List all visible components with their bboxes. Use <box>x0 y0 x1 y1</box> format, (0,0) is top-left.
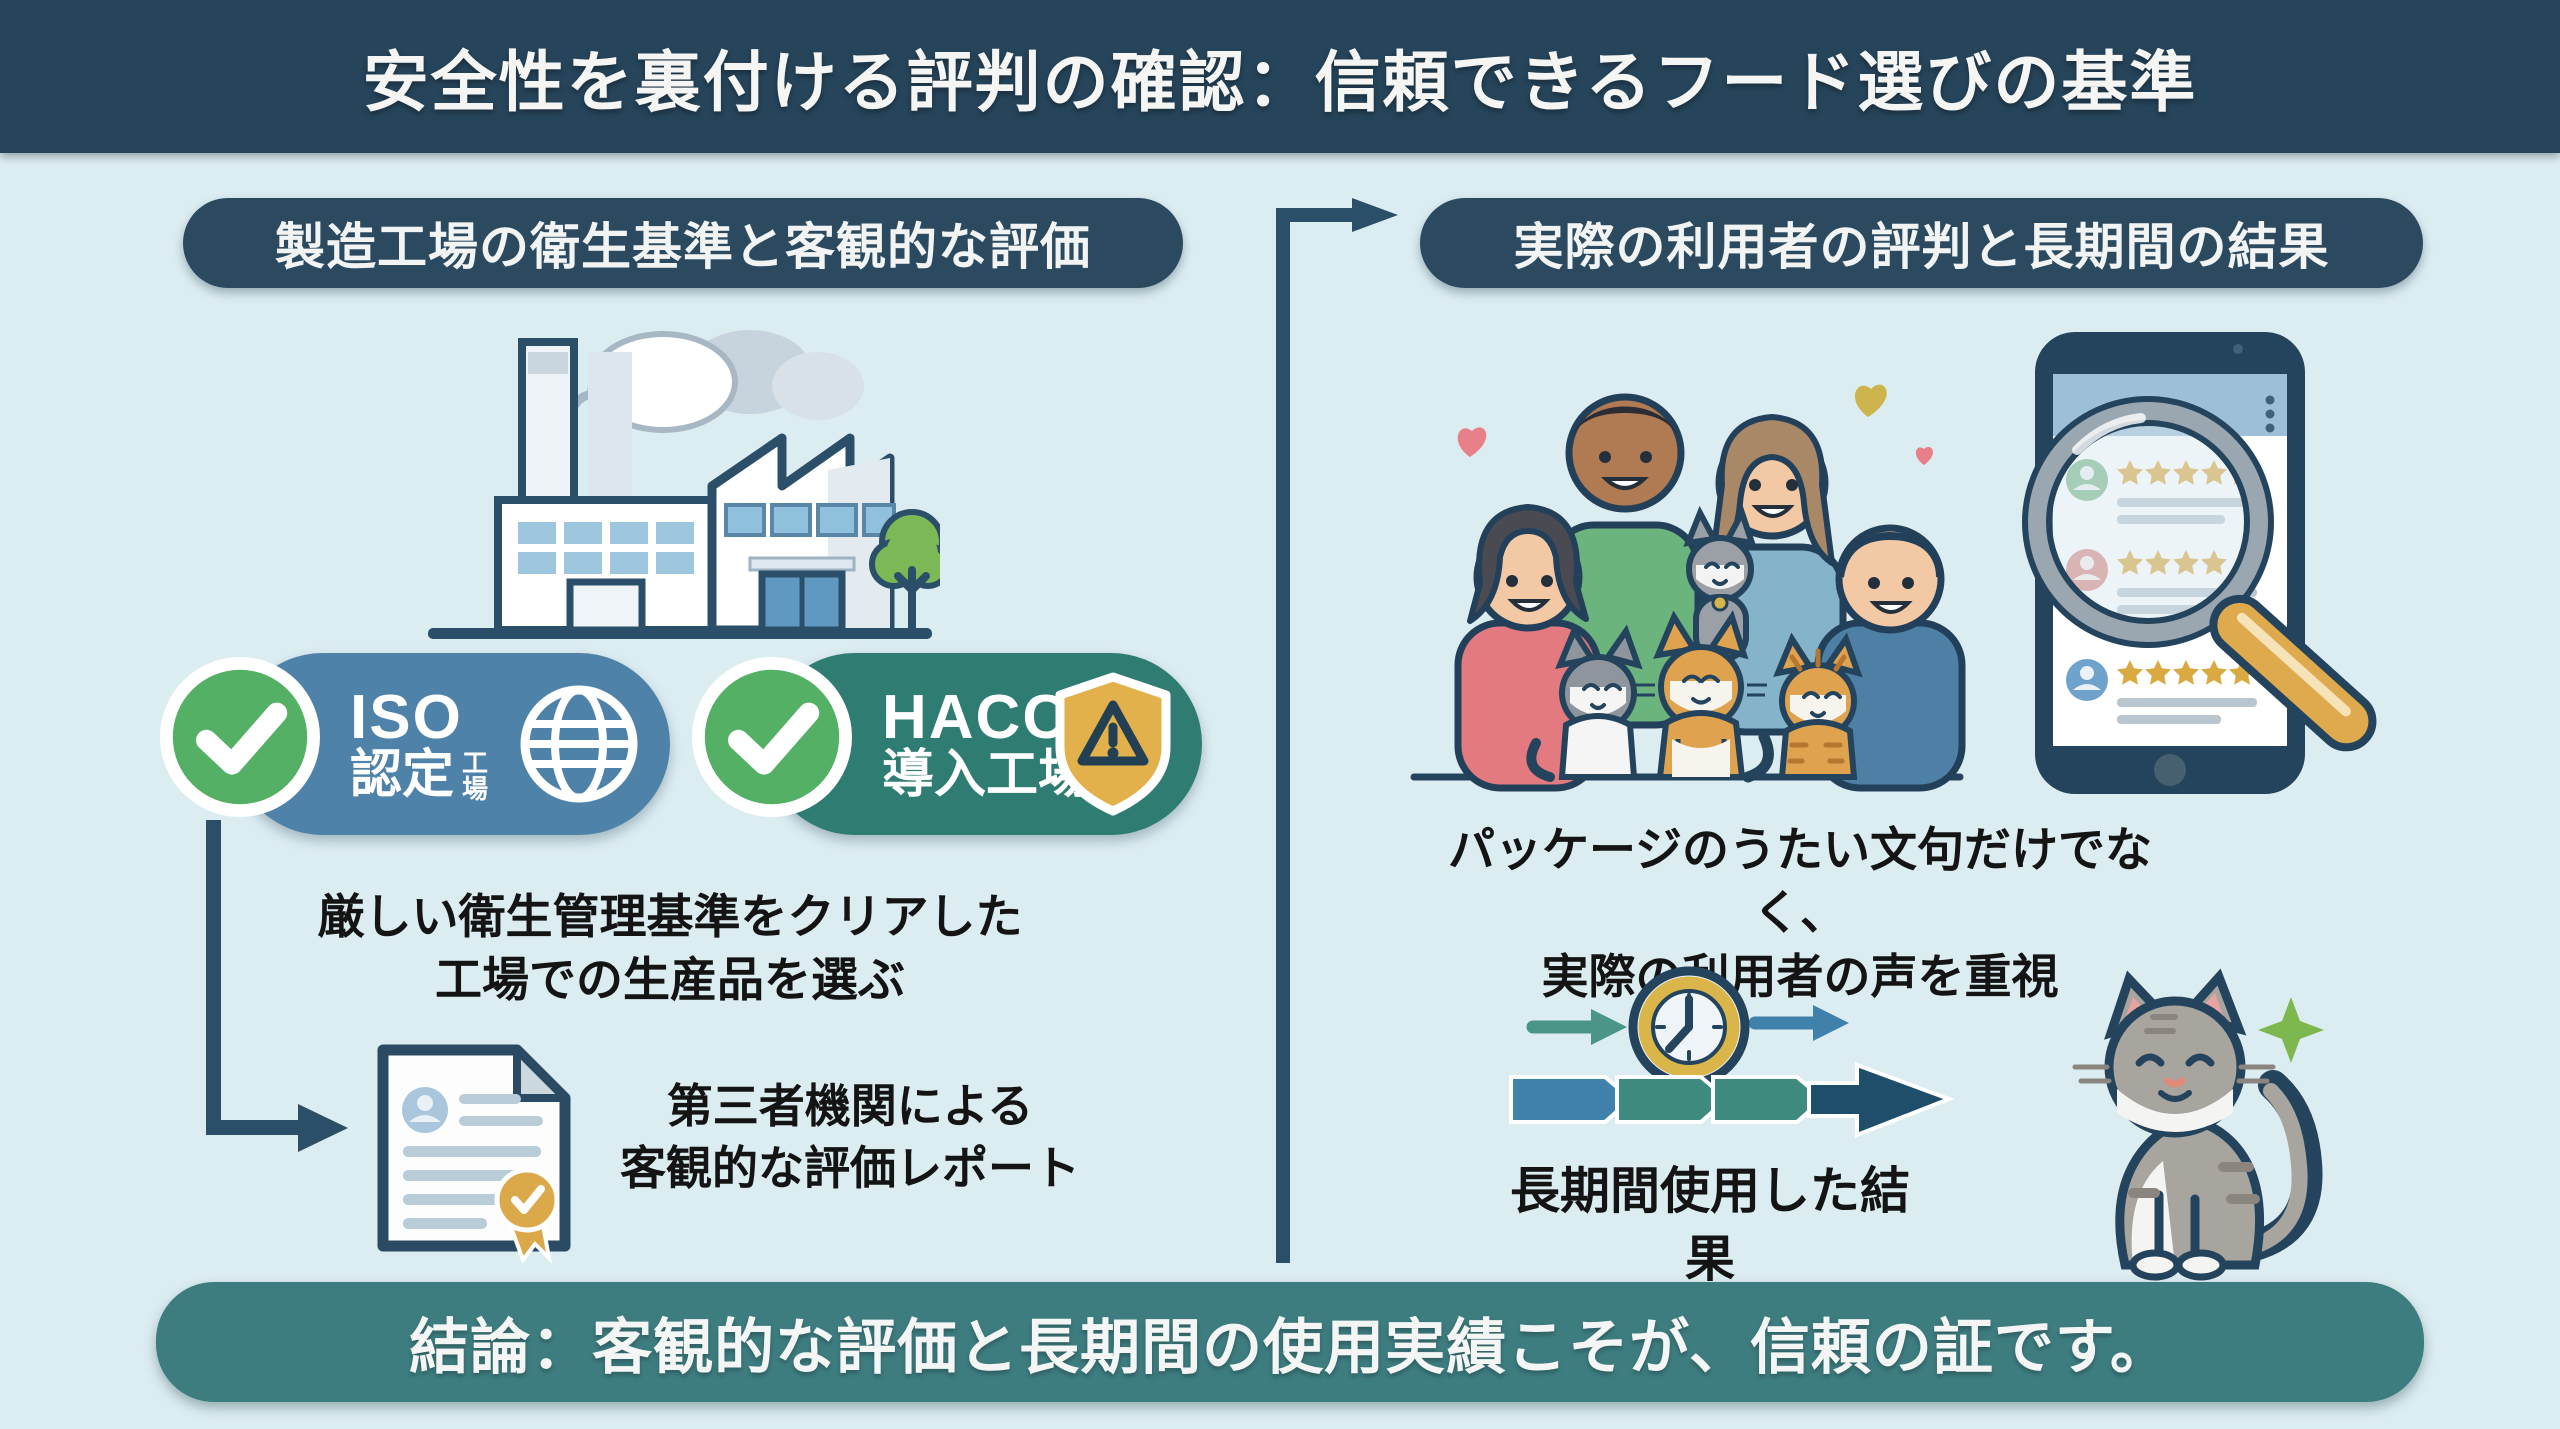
report-document-icon <box>377 1044 571 1263</box>
conclusion-banner: 結論：客観的な評価と長期間の使用実績こそが、信頼の証です。 <box>156 1282 2424 1402</box>
iso-badge-pill: ISO 認定 工 場 <box>232 653 670 835</box>
factory-icon <box>428 330 940 639</box>
right-note-text: パッケージのうたい文句だけでなく、 実際の利用者の声を重視 <box>1447 823 2153 1003</box>
iso-badge-factory-stack: 工 場 <box>462 747 489 804</box>
globe-icon <box>520 685 638 803</box>
family-with-cats-illustration <box>1410 384 1966 792</box>
haccp-badge: HACCP 導入工場 <box>692 645 1212 845</box>
iso-badge-line1: ISO <box>350 682 463 752</box>
check-circle-icon <box>160 657 320 817</box>
conclusion-text: 結論：客観的な評価と長期間の使用実績こそが、信頼の証です。 <box>409 1313 2171 1381</box>
down-right-arrow-icon <box>206 820 348 1152</box>
right-section-header-label: 実際の利用者の評判と長期間の結果 <box>1513 219 2330 275</box>
divider-arrow-icon <box>1276 198 1398 1263</box>
check-circle-icon <box>692 657 852 817</box>
iso-certified-badge: ISO 認定 工 場 <box>160 645 680 845</box>
report-caption: 第三者機関による 客観的な評価レポート <box>620 1080 1080 1195</box>
page-title: 安全性を裏付ける評判の確認：信頼できるフード選びの基準 <box>362 44 2198 119</box>
timeline-caption: 長期間使用した結果 <box>1510 1163 1910 1287</box>
left-section-header-label: 製造工場の衛生基準と客観的な評価 <box>275 219 1091 275</box>
haccp-badge-line2: 導入工場 <box>882 746 1091 805</box>
right-section-header: 実際の利用者の評判と長期間の結果 <box>1420 198 2423 288</box>
magnifier-icon <box>2022 396 2377 752</box>
left-section-header: 製造工場の衛生基準と客観的な評価 <box>183 198 1183 288</box>
iso-badge-line2: 認定 <box>350 746 455 805</box>
long-term-timeline-icon <box>1509 966 1955 1138</box>
top-banner: 安全性を裏付ける評判の確認：信頼できるフード選びの基準 <box>0 0 2560 153</box>
left-note-text: 厳しい衛生管理基準をクリアした 工場での生産品を選ぶ <box>317 890 1023 1007</box>
phone-reviews-magnifier-illustration <box>2022 332 2377 794</box>
shield-warning-icon <box>1055 672 1171 816</box>
happy-cat-illustration <box>2072 968 2324 1281</box>
